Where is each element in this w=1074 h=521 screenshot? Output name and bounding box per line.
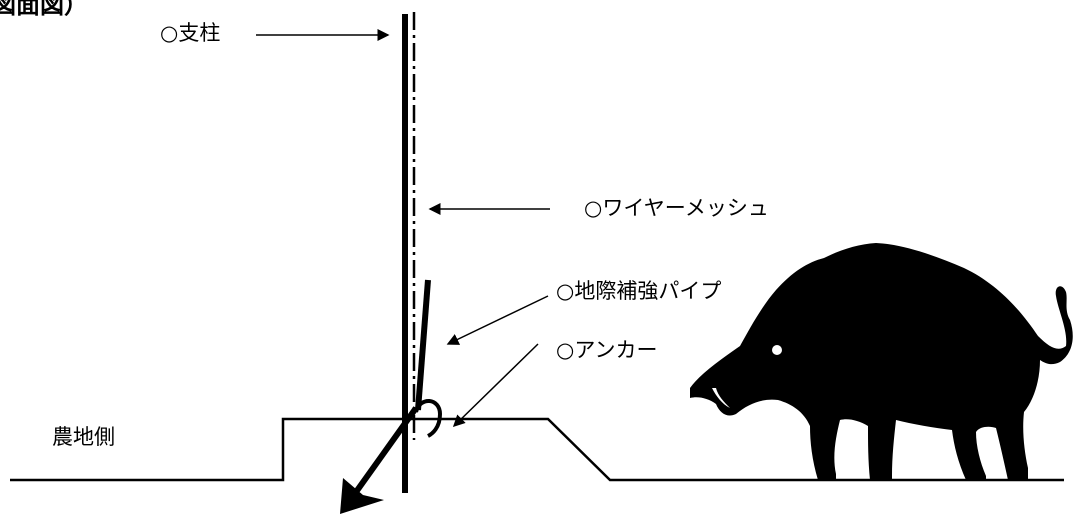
anchor-arrowhead: [340, 478, 384, 514]
wild-boar-silhouette: [690, 243, 1073, 480]
anchor-label: ○アンカー: [556, 338, 658, 362]
pipe-leader-arrow: [446, 295, 549, 345]
anchor-rod: [353, 406, 419, 494]
reinforcement-pipe: [415, 279, 431, 411]
title-fragment: 図面図）: [0, 0, 88, 19]
post-label: ○支柱: [160, 21, 221, 45]
pipe-label: ○地際補強パイプ: [556, 279, 722, 303]
ground-line: [10, 417, 1064, 482]
wire-mesh-label: ○ワイヤーメッシュ: [584, 196, 769, 220]
farmland-side-label: 農地側: [52, 425, 115, 449]
anchor-leader-arrow: [452, 343, 539, 428]
post: [402, 14, 408, 493]
anchor-hook: [414, 399, 443, 438]
